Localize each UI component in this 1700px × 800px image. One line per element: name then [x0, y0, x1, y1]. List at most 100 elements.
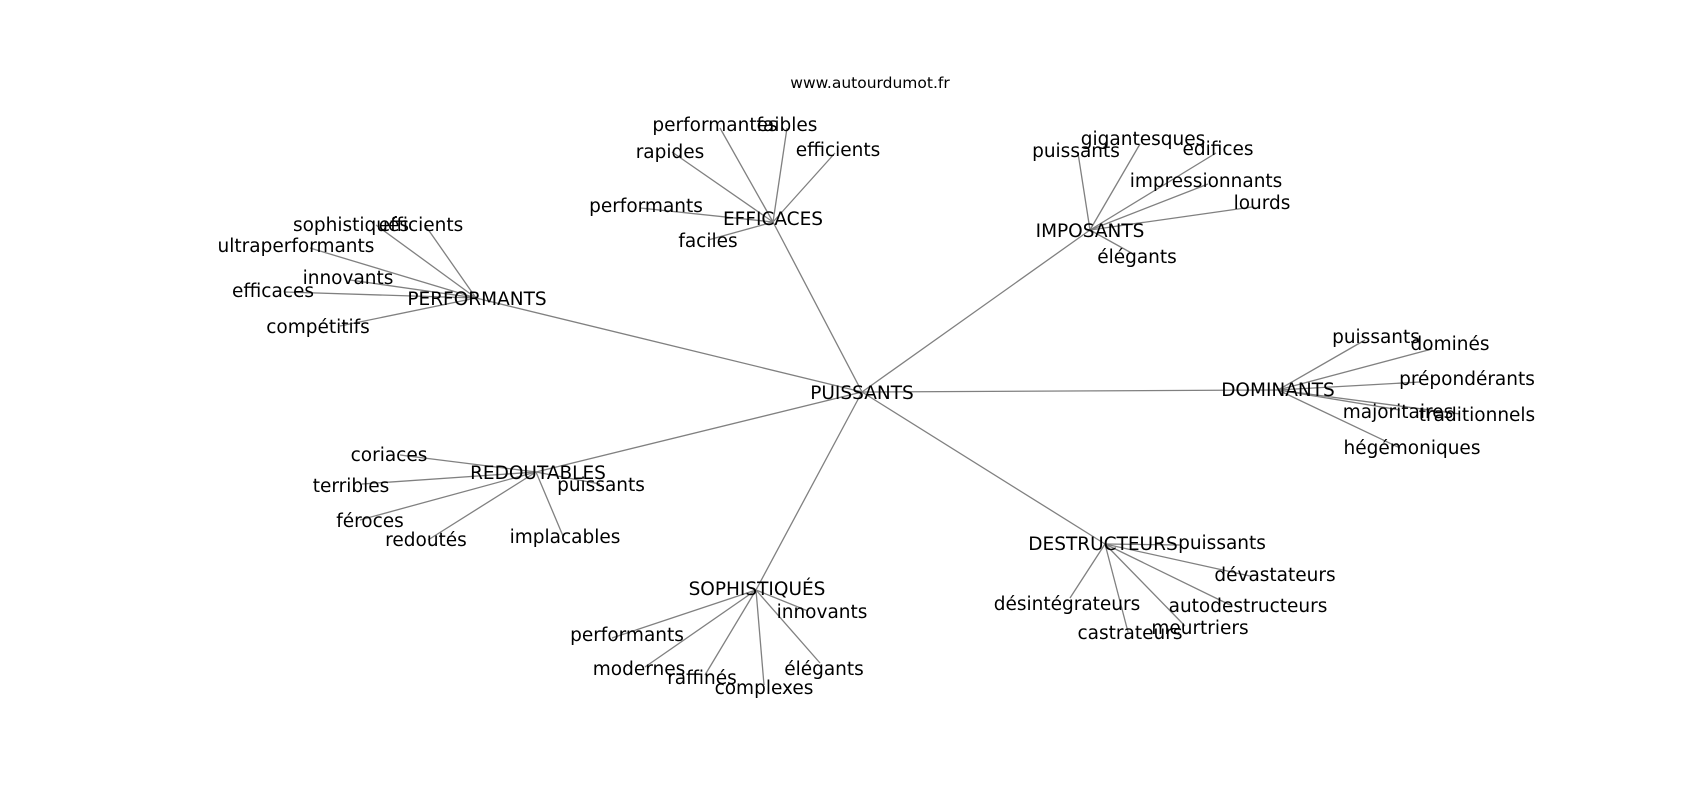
watermark-text: www.autourdumot.fr — [790, 74, 950, 92]
edge-dominants-leaf-1 — [1277, 348, 1433, 391]
leaf-node-label-destructeurs-4: meurtriers — [1151, 618, 1248, 639]
leaf-node-label-performants-0: sophistiqués — [293, 215, 409, 236]
group-node-label-imposants: IMPOSANTS — [1036, 221, 1145, 242]
edge-center-to-sophistiques — [755, 391, 863, 591]
leaf-node-label-destructeurs-2: désintégrateurs — [994, 594, 1141, 615]
leaf-node-label-dominants-2: prépondérants — [1399, 369, 1535, 390]
leaf-node-label-dominants-3: majoritaires — [1343, 402, 1454, 423]
leaf-node-label-dominants-5: hégémoniques — [1344, 438, 1481, 459]
group-node-label-dominants: DOMINANTS — [1221, 380, 1335, 401]
leaf-node-label-performants-3: innovants — [303, 268, 394, 289]
edge-performants-leaf-2 — [309, 247, 477, 299]
leaf-node-label-sophistiques-0: innovants — [777, 602, 868, 623]
edge-efficaces-leaf-3 — [772, 152, 836, 223]
leaf-node-label-efficaces-0: performantes — [652, 115, 777, 136]
leaf-node-label-imposants-2: edifices — [1182, 139, 1253, 160]
center-node-label: PUISSANTS — [810, 383, 914, 404]
edge-dominants-leaf-0 — [1277, 339, 1366, 391]
edge-redoutables-leaf-0 — [399, 454, 537, 473]
leaf-node-label-redoutables-3: féroces — [336, 511, 404, 532]
edge-performants-leaf-0 — [375, 224, 477, 299]
leaf-node-label-sophistiques-2: modernes — [593, 659, 686, 680]
leaf-node-label-dominants-0: puissants — [1332, 327, 1420, 348]
leaf-node-label-performants-1: efficients — [379, 215, 464, 236]
leaf-node-label-performants-5: compétitifs — [266, 317, 370, 338]
edge-dominants-leaf-5 — [1277, 389, 1401, 449]
edge-sophistiques-leaf-5 — [755, 589, 821, 664]
leaf-node-label-destructeurs-3: autodestructeurs — [1169, 596, 1328, 617]
edge-efficaces-leaf-2 — [671, 151, 774, 223]
leaf-node-label-imposants-4: lourds — [1234, 193, 1291, 214]
leaf-node-label-imposants-0: puissants — [1032, 141, 1120, 162]
leaf-node-label-redoutables-2: puissants — [557, 475, 645, 496]
leaf-node-label-sophistiques-3: raffinés — [667, 668, 737, 689]
edge-redoutables-leaf-1 — [361, 471, 537, 485]
edge-sophistiques-leaf-2 — [644, 589, 757, 668]
group-node-label-performants: PERFORMANTS — [407, 289, 546, 310]
leaf-node-label-imposants-1: gigantesques — [1081, 129, 1205, 150]
leaf-node-label-efficaces-5: faciles — [678, 231, 737, 252]
leaf-node-label-destructeurs-0: puissants — [1178, 533, 1266, 554]
leaf-node-label-efficaces-2: rapides — [636, 142, 705, 163]
edge-sophistiques-leaf-4 — [755, 589, 765, 686]
group-node-label-destructeurs: DESTRUCTEURS — [1028, 534, 1177, 555]
leaf-node-label-redoutables-0: coriaces — [351, 445, 428, 466]
edge-destructeurs-leaf-5 — [1104, 543, 1129, 633]
edge-sophistiques-leaf-0 — [755, 589, 809, 612]
leaf-node-label-efficaces-1: faibles — [757, 115, 818, 136]
edge-center-to-redoutables — [535, 391, 863, 473]
edge-dominants-leaf-4 — [1277, 389, 1461, 415]
edge-destructeurs-leaf-4 — [1104, 543, 1186, 627]
graph-edges — [284, 127, 1461, 686]
leaf-node-label-destructeurs-5: castrateurs — [1078, 623, 1183, 644]
edge-destructeurs-leaf-3 — [1104, 543, 1231, 606]
leaf-node-label-imposants-3: impressionnants — [1130, 171, 1283, 192]
group-node-label-redoutables: REDOUTABLES — [470, 463, 606, 484]
edge-efficaces-leaf-5 — [707, 221, 774, 241]
edge-efficaces-leaf-4 — [639, 207, 774, 223]
group-node-label-sophistiques: SOPHISTIQUÉS — [689, 578, 826, 600]
edge-imposants-leaf-0 — [1077, 152, 1091, 231]
edge-imposants-leaf-4 — [1089, 206, 1253, 231]
edge-center-to-destructeurs — [861, 391, 1106, 545]
edge-sophistiques-leaf-3 — [704, 589, 757, 676]
leaf-node-label-sophistiques-4: complexes — [715, 678, 814, 699]
leaf-node-label-redoutables-1: terribles — [313, 476, 390, 497]
edge-redoutables-leaf-5 — [535, 471, 564, 537]
edge-center-to-imposants — [861, 229, 1091, 393]
edge-center-to-performants — [475, 297, 863, 393]
edge-redoutables-leaf-2 — [535, 471, 601, 485]
leaf-node-label-performants-4: efficaces — [232, 281, 314, 302]
edge-redoutables-leaf-3 — [359, 471, 537, 521]
leaf-node-label-dominants-1: dominés — [1411, 334, 1490, 355]
leaf-node-label-redoutables-5: implacables — [510, 527, 621, 548]
edge-sophistiques-leaf-1 — [611, 589, 757, 639]
edge-imposants-leaf-3 — [1089, 183, 1209, 231]
leaf-node-label-sophistiques-1: performants — [570, 625, 684, 646]
edge-center-to-dominants — [861, 389, 1279, 393]
edge-performants-leaf-4 — [284, 291, 477, 299]
edge-performants-leaf-5 — [339, 297, 477, 327]
leaf-node-label-imposants-5: élégants — [1097, 247, 1177, 268]
leaf-node-label-efficaces-3: efficients — [796, 140, 881, 161]
leaf-node-label-redoutables-4: redoutés — [385, 530, 467, 551]
leaf-node-label-destructeurs-1: dévastateurs — [1214, 565, 1335, 586]
leaf-node-label-performants-2: ultraperformants — [218, 236, 375, 257]
edge-performants-leaf-1 — [424, 224, 477, 299]
edge-imposants-leaf-1 — [1089, 143, 1141, 231]
edge-dominants-leaf-2 — [1277, 381, 1421, 391]
edge-destructeurs-leaf-1 — [1104, 543, 1251, 577]
edge-performants-leaf-3 — [349, 279, 477, 299]
edge-center-to-efficaces — [772, 221, 863, 393]
edge-imposants-leaf-2 — [1089, 152, 1217, 231]
edge-efficaces-leaf-0 — [719, 127, 774, 223]
leaf-node-label-sophistiques-5: élégants — [784, 659, 864, 680]
leaf-node-label-dominants-4: traditionnels — [1419, 405, 1535, 426]
group-node-label-efficaces: EFFICACES — [723, 209, 823, 230]
leaf-node-label-efficaces-4: performants — [589, 196, 703, 217]
edge-destructeurs-leaf-2 — [1069, 543, 1106, 599]
edge-efficaces-leaf-1 — [772, 127, 788, 223]
edge-imposants-leaf-5 — [1089, 229, 1136, 256]
